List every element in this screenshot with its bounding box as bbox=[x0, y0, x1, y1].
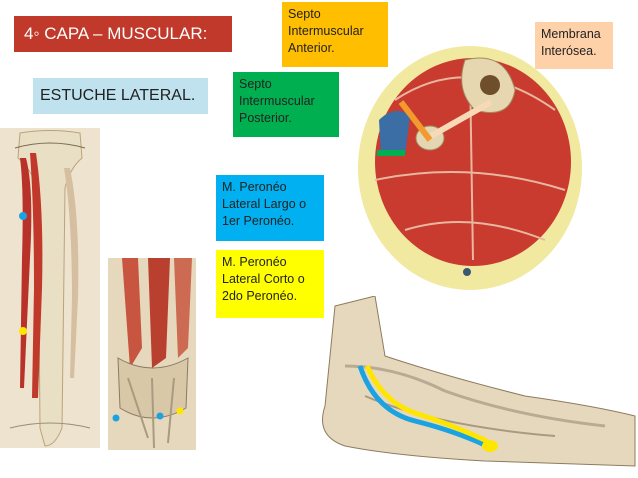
label-peroneo-largo: M. Peronéo Lateral Largo o 1er Peronéo. bbox=[216, 175, 324, 241]
label-septo-posterior: Septo Intermuscular Posterior. bbox=[233, 72, 339, 137]
leg-cross-section-illustration bbox=[355, 40, 585, 292]
slide-subtitle: ESTUCHE LATERAL. bbox=[33, 78, 208, 114]
leg-anterior-illustration bbox=[0, 128, 100, 448]
ankle-anterior-illustration bbox=[108, 258, 196, 450]
marker-blue bbox=[19, 212, 27, 220]
label-septo-anterior: Septo Intermuscular Anterior. bbox=[282, 2, 388, 67]
label-peroneo-corto: M. Peronéo Lateral Corto o 2do Peronéo. bbox=[216, 250, 324, 318]
slide-title: 4◦ CAPA – MUSCULAR: bbox=[14, 16, 232, 52]
marker-yellow bbox=[19, 327, 27, 335]
label-membrana-interosea: Membrana Interósea. bbox=[535, 22, 613, 69]
foot-lateral-illustration bbox=[305, 296, 638, 472]
